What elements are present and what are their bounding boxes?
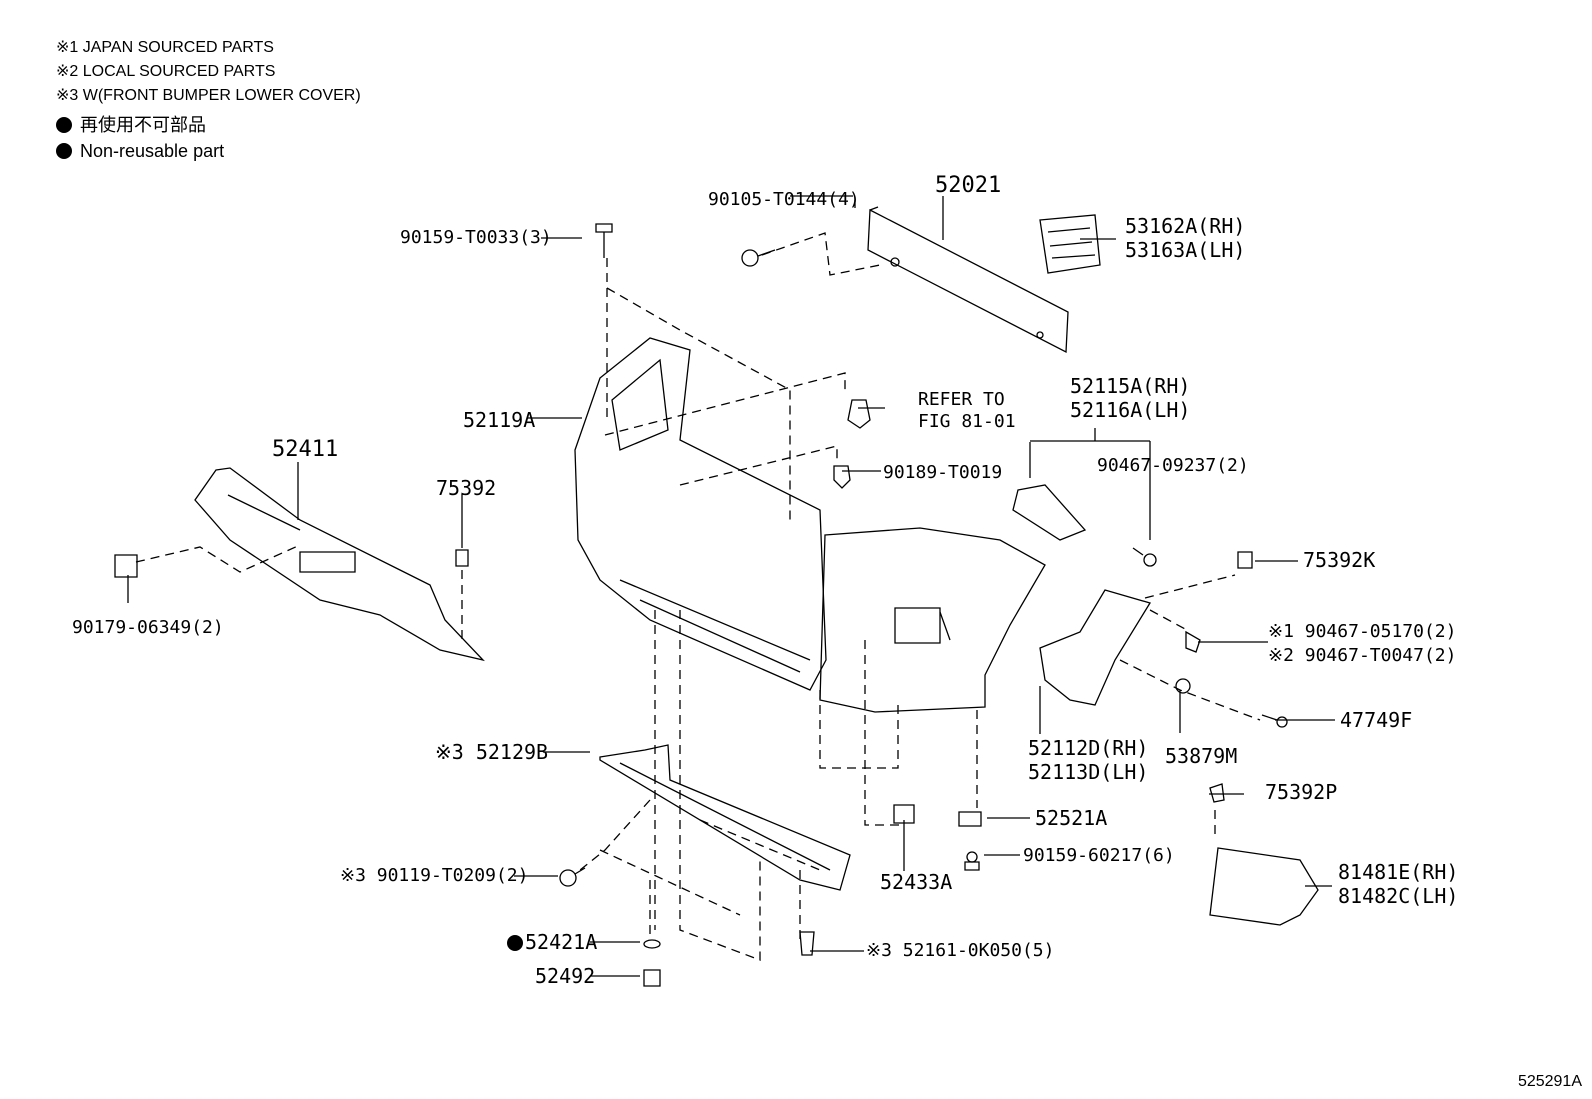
diagram-reference: 525291A [1517,1073,1582,1090]
nut-52521a [959,812,981,826]
clip-90179 [115,555,137,577]
label-90179: 90179-06349(2) [72,617,224,638]
label-53879m: 53879M [1165,744,1238,768]
label-52115a: 52115A(RH) [1070,374,1191,398]
label-53163a: 53163A(LH) [1125,238,1246,262]
part-52112d-retainer [820,528,1045,712]
screw-47749f [1262,715,1287,727]
label-52021: 52021 [935,173,1002,198]
label-81482c: 81482C(LH) [1338,884,1459,908]
part-52112d-fender-liner [1040,590,1150,705]
label-75392: 75392 [436,476,497,500]
label-52521a: 52521A [1035,806,1108,830]
label-47749f: 47749F [1340,708,1413,732]
note-2: ※2 LOCAL SOURCED PARTS [56,63,276,80]
leader-lines [128,196,1335,976]
label-81481e: 81481E(RH) [1338,860,1459,884]
fasteners [115,224,1287,986]
note-1: ※1 JAPAN SOURCED PARTS [56,39,274,56]
filled-dot-icon [56,117,72,133]
bolt-90159-t0033 [596,224,612,258]
label-75392p: 75392P [1265,780,1338,804]
label-90189: 90189-T0019 [883,462,1003,483]
label-52161: ※3 52161-0K050(5) [866,940,1055,961]
label-refer-to: REFER TO [918,389,1005,410]
nut-53879m [1176,679,1190,693]
clip-90467-05170 [1186,632,1200,652]
label-90467-t0047: ※2 90467-T0047(2) [1268,645,1457,666]
label-53162a: 53162A(RH) [1125,214,1246,238]
bolt-90119-t0209 [560,868,585,886]
part-52411-lower-cover [195,468,483,660]
label-52113d: 52113D(LH) [1028,760,1149,784]
label-52433a: 52433A [880,870,953,894]
clip-90189 [834,466,850,488]
label-90467-09237: 90467-09237(2) [1097,455,1249,476]
label-75392k: 75392K [1303,548,1376,572]
part-52021-reinforcement [868,207,1068,352]
clip-refer [848,400,870,428]
label-fig: FIG 81-01 [918,411,1016,432]
screw-90467-09237 [1133,548,1156,566]
clip-75392p [1210,784,1224,802]
label-90159-t0033: 90159-T0033(3) [400,227,552,248]
part-52433a-pad [894,805,914,823]
part-81481e-mudguard [1210,848,1318,925]
label-90119: ※3 90119-T0209(2) [340,865,529,886]
label-52411: 52411 [272,437,339,462]
label-52116a: 52116A(LH) [1070,398,1191,422]
legend-japanese: 再使用不可部品 [56,116,206,134]
legend-english: Non-reusable part [56,142,224,160]
label-52421a-text: 52421A [525,930,598,954]
label-52492: 52492 [535,964,596,988]
clip-75392k [1238,552,1252,568]
label-90105: 90105-T0144(4) [708,189,860,210]
label-52119a: 52119A [463,408,536,432]
label-52129b: ※3 52129B [435,740,549,764]
label-52112d: 52112D(RH) [1028,736,1149,760]
part-52119a-bumper-reinforcement [575,338,826,690]
dashed-lines [136,233,1260,960]
non-reusable-dot-icon [507,935,523,951]
nut-52492 [644,970,660,986]
label-52421a: 52421A [507,932,597,952]
label-90159-60217: 90159-60217(6) [1023,845,1175,866]
legend-text-en: Non-reusable part [80,141,225,161]
part-53162a-bracket [1040,215,1100,273]
bolt-90105-t0144 [742,250,775,266]
part-52129b-undercover [600,745,850,890]
washer-52421a [643,939,661,949]
filled-dot-icon [56,143,72,159]
part-52115a-bracket [1013,485,1085,540]
label-90467-05170: ※1 90467-05170(2) [1268,621,1457,642]
clip-75392 [456,550,468,566]
legend-text-jp: 再使用不可部品 [80,115,206,135]
clip-52161 [800,932,814,955]
bolt-90159-60217 [965,852,979,870]
note-3: ※3 W(FRONT BUMPER LOWER COVER) [56,87,361,104]
